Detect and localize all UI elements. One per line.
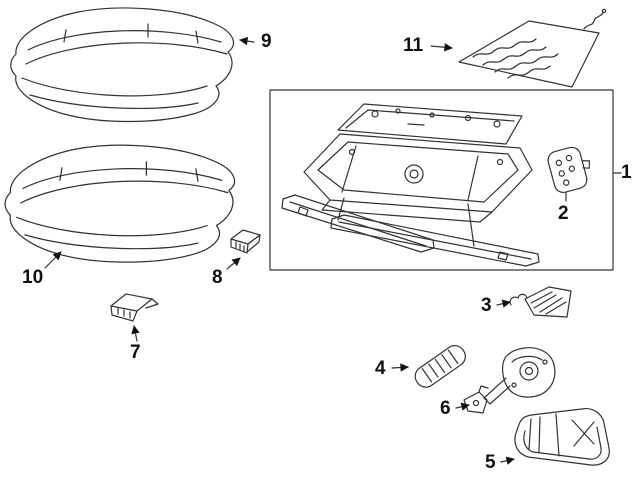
callout-4[interactable]: 4 xyxy=(375,358,386,379)
part-7-bracket[interactable] xyxy=(110,293,159,322)
callout-11[interactable]: 11 xyxy=(403,35,424,56)
leader-arrow-8 xyxy=(226,257,241,270)
callout-6[interactable]: 6 xyxy=(440,398,451,419)
callout-7[interactable]: 7 xyxy=(130,342,141,363)
leader-arrow-6 xyxy=(455,402,470,411)
callout-3[interactable]: 3 xyxy=(481,295,492,316)
part-3-bracket[interactable] xyxy=(509,286,572,318)
part-9-seat-cushion[interactable] xyxy=(10,7,235,123)
part-10-seat-cushion-pad[interactable] xyxy=(4,144,236,263)
part-4-handle-trim[interactable] xyxy=(411,342,469,391)
leader-arrow-11 xyxy=(430,43,453,52)
callout-8[interactable]: 8 xyxy=(212,267,223,288)
callout-2[interactable]: 2 xyxy=(558,203,569,224)
leader-arrow-7 xyxy=(131,325,140,342)
part-2-switch[interactable] xyxy=(546,144,596,195)
callout-10[interactable]: 10 xyxy=(22,267,44,288)
leader-arrow-9 xyxy=(239,36,255,46)
assembly-box xyxy=(269,89,614,271)
leader-arrow-3 xyxy=(496,299,511,308)
part-11-seat-heater-pad[interactable] xyxy=(458,8,607,88)
callout-5[interactable]: 5 xyxy=(485,452,496,473)
leader-lines xyxy=(44,36,622,465)
callout-1[interactable]: 1 xyxy=(621,162,632,183)
leader-arrow-5 xyxy=(500,456,515,465)
leader-arrow-10 xyxy=(44,251,62,269)
part-5-side-shield[interactable] xyxy=(514,408,610,466)
part-8-clip[interactable] xyxy=(230,229,261,254)
part-1-seat-frame-assembly[interactable] xyxy=(281,103,540,267)
part-6-adjuster-lever[interactable] xyxy=(463,347,556,414)
leader-arrow-4 xyxy=(391,363,409,372)
callout-9[interactable]: 9 xyxy=(261,31,272,52)
